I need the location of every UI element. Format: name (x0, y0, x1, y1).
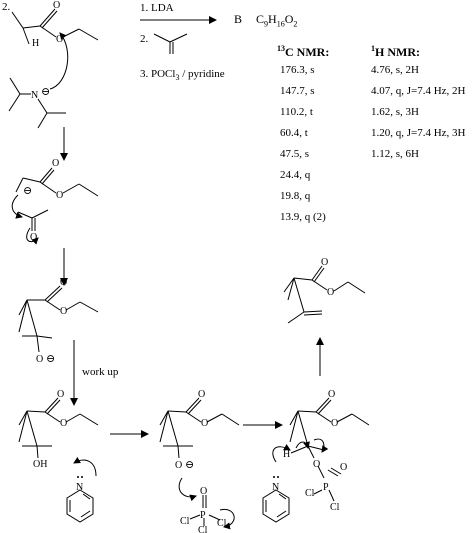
final-product (283, 265, 366, 324)
atom-cl: Cl (330, 502, 340, 513)
atom-o: O (313, 459, 320, 470)
atom-o: O (60, 306, 67, 317)
atom-o: O (60, 277, 67, 288)
atom-p: P (200, 510, 206, 521)
atom-n: N (272, 482, 279, 493)
c13-peak: 147.7, s (280, 85, 315, 97)
leaving-group-arrow (313, 438, 329, 453)
atom-cl: Cl (305, 488, 315, 499)
acetone-reagent-structure (153, 33, 188, 54)
charge-minus: ⊖ (41, 86, 50, 98)
problem-number: 2. (2, 1, 11, 13)
alkoxide-adduct (18, 285, 99, 353)
c13-peak: 24.4, q (280, 169, 311, 181)
atom-cl: Cl (217, 518, 227, 529)
reagent-step-2: 2. (140, 33, 149, 45)
atom-o: O (200, 486, 207, 497)
charge-minus: ⊖ (23, 185, 32, 197)
pyridine-1 (66, 489, 94, 523)
enolate-intermediate (15, 167, 99, 197)
atom-o: O (328, 389, 335, 400)
h1-nmr-title: 1H NMR: (371, 44, 420, 59)
atom-o: O (53, 0, 60, 11)
reagent-step-3: 3. POCl3 / pyridine (140, 68, 225, 83)
c13-peak: 176.3, s (280, 64, 315, 76)
product-label: B (234, 12, 243, 26)
atom-o: O (340, 462, 347, 473)
atom-cl: Cl (180, 516, 190, 527)
h1-peak: 1.12, s, 6H (371, 148, 419, 160)
charge-minus: ⊖ (185, 459, 194, 471)
atom-o: O (56, 190, 63, 201)
atom-n: N (76, 482, 83, 493)
product-formula: C9H16O2 (256, 12, 298, 29)
reagent-step-1: 1. LDA (140, 2, 174, 14)
atom-o: O (36, 354, 43, 365)
atom-n: N (31, 90, 38, 101)
atom-labels: O O H N ⊖ O O ⊖ O O O O ⊖ O O OH N O O O… (23, 0, 347, 533)
workup-label: work up (82, 366, 119, 378)
chloride-leaving-arrow (219, 508, 235, 530)
c13-peak: 47.5, s (280, 148, 310, 160)
h1-peak: 4.76, s, 2H (371, 64, 419, 76)
atom-o: O (57, 389, 64, 400)
c13-peak: 19.8, q (280, 190, 311, 202)
h1-peak: 1.62, s, 3H (371, 106, 419, 118)
atom-h: H (283, 449, 290, 460)
enolate-attack-arrow (11, 194, 23, 219)
atom-o: O (201, 418, 208, 429)
charge-minus: ⊖ (46, 353, 55, 365)
atom-cl: Cl (198, 525, 208, 533)
alkoxide-attack-arrow (178, 477, 197, 502)
atom-o: O (198, 389, 205, 400)
elimination-base-arrow (272, 443, 291, 463)
carbonyl-push-arrow (26, 227, 39, 245)
c13-peak: 60.4, t (280, 127, 308, 139)
atom-oh: OH (33, 459, 47, 470)
pyridine-2 (262, 489, 290, 523)
atom-o: O (331, 418, 338, 429)
pocl3-reagent (189, 495, 221, 526)
h1-peak: 1.20, q, J=7.4 Hz, 3H (371, 127, 466, 139)
dichlorophosphate-intermediate (289, 397, 370, 502)
starting-ester (11, 8, 99, 45)
atom-o: O (327, 287, 334, 298)
c13-nmr-title: 13C NMR: (277, 44, 330, 59)
lda-structure (8, 77, 66, 129)
atom-h: H (32, 38, 39, 49)
alkoxide-middle (159, 397, 240, 459)
elimination-bond-arrow (295, 441, 310, 449)
atom-p: P (323, 482, 329, 493)
c13-peak: 13.9, q (2) (280, 211, 326, 223)
atom-o: O (175, 460, 182, 471)
atom-o: O (52, 158, 59, 169)
atom-o: O (56, 34, 63, 45)
acetone-electrophile (17, 209, 49, 231)
lda-attack-arrow (49, 32, 69, 90)
tertiary-alcohol (18, 397, 99, 459)
atom-o: O (321, 257, 328, 268)
pyridine-deprotonation-arrow (73, 456, 97, 477)
atom-o: O (60, 418, 67, 429)
c13-peak: 110.2, t (280, 106, 313, 118)
atom-o: O (30, 232, 37, 243)
lone-pairs (77, 476, 279, 478)
h1-peak: 4.07, q, J=7.4 Hz, 2H (371, 85, 466, 97)
